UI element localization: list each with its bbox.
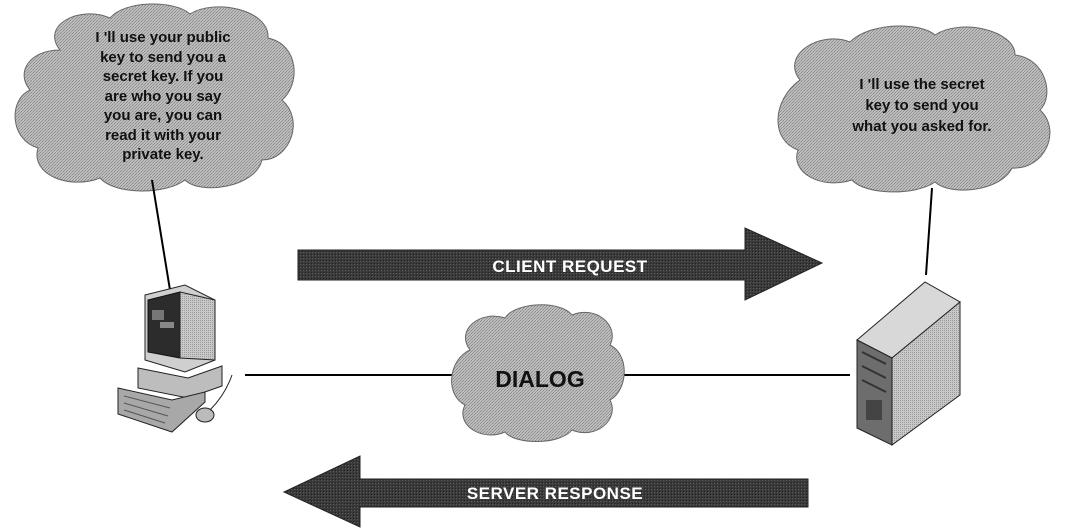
server-response-label: SERVER RESPONSE xyxy=(466,484,644,503)
left-cloud-connector xyxy=(151,179,171,291)
right-cloud-text: I 'll use the secret key to send you wha… xyxy=(852,76,992,135)
dialog-label: DIALOG xyxy=(495,366,585,392)
dialog-cloud xyxy=(451,304,625,442)
left-cloud-text: I 'll use your public key to send you a … xyxy=(95,29,231,163)
right-cloud-connector xyxy=(925,187,933,276)
client-request-label: CLIENT REQUEST xyxy=(492,257,648,276)
left-thought-cloud xyxy=(14,3,295,192)
server-tower-icon xyxy=(856,281,961,446)
desktop-computer-icon xyxy=(117,284,233,433)
right-thought-cloud xyxy=(777,25,1051,193)
client-request-arrow xyxy=(297,227,824,301)
server-response-arrow xyxy=(282,455,809,528)
